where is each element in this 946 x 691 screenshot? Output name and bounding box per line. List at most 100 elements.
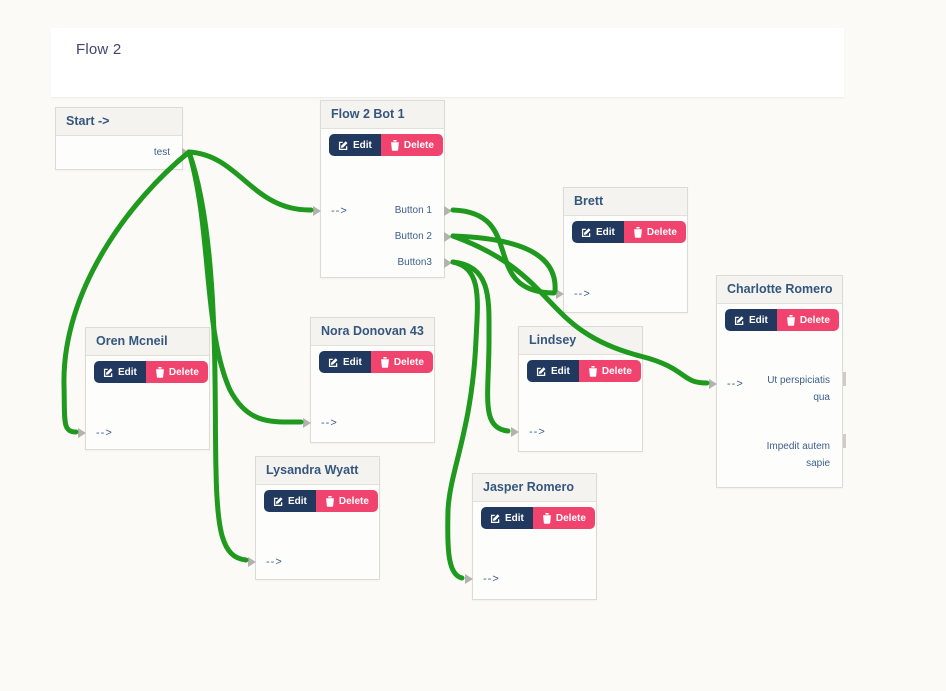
output-port-icon[interactable] — [444, 258, 452, 268]
delete-button-label: Delete — [393, 356, 424, 368]
edit-button[interactable]: Edit — [481, 507, 533, 529]
node-brett[interactable]: Brett Edit Delete --> — [556, 187, 688, 313]
node-jasper-title: Jasper Romero — [473, 474, 596, 502]
delete-button-label: Delete — [555, 512, 586, 524]
node-flow2bot1-title: Flow 2 Bot 1 — [321, 101, 444, 129]
input-label: --> — [96, 427, 113, 439]
input-port-icon[interactable] — [248, 557, 256, 567]
node-lysandra-title: Lysandra Wyatt — [256, 457, 379, 485]
delete-button-label: Delete — [601, 365, 632, 377]
delete-button-label: Delete — [338, 495, 369, 507]
edit-pencil-icon — [581, 227, 591, 237]
node-lysandra[interactable]: Lysandra Wyatt Edit Delete --> — [248, 456, 380, 580]
delete-button[interactable]: Delete — [145, 361, 208, 383]
output-label-button3: Button3 — [397, 257, 432, 268]
edge-button2-to-brett[interactable] — [450, 233, 558, 294]
node-charlotte[interactable]: Charlotte Romero Edit Delete --> Ut pers… — [709, 275, 846, 488]
node-start-title: Start -> — [56, 108, 182, 136]
trash-icon — [380, 356, 389, 368]
flow-title-bar: Flow 2 — [51, 28, 844, 98]
node-nora-title: Nora Donovan 43 — [311, 318, 434, 346]
edit-pencil-icon — [328, 357, 338, 367]
input-port-icon[interactable] — [556, 289, 564, 299]
node-brett-title: Brett — [564, 188, 687, 216]
edit-button[interactable]: Edit — [264, 490, 316, 512]
edit-pencil-icon — [734, 315, 744, 325]
edge-start-test-to-lysandra[interactable] — [186, 149, 249, 563]
trash-icon — [588, 365, 597, 377]
input-label: --> — [574, 288, 591, 300]
delete-button[interactable]: Delete — [370, 351, 433, 373]
delete-button[interactable]: Delete — [315, 490, 378, 512]
edit-button[interactable]: Edit — [527, 360, 579, 382]
edge-start-test-to-flow2bot1[interactable] — [186, 149, 314, 213]
edit-button[interactable]: Edit — [725, 309, 777, 331]
delete-button[interactable]: Delete — [623, 221, 686, 243]
trash-icon — [633, 226, 642, 238]
node-start[interactable]: Start -> test — [55, 107, 190, 170]
edit-button-label: Edit — [118, 366, 137, 378]
node-oren[interactable]: Oren Mcneil Edit Delete --> — [78, 327, 210, 450]
edge-button3-to-jasper[interactable] — [445, 259, 480, 581]
node-charlotte-title: Charlotte Romero — [717, 276, 842, 304]
input-label: --> — [331, 205, 348, 217]
input-label: --> — [266, 556, 283, 568]
input-port-icon[interactable] — [303, 418, 311, 428]
input-port-icon[interactable] — [709, 379, 717, 389]
edit-button-label: Edit — [749, 314, 768, 326]
edit-button-label: Edit — [505, 512, 524, 524]
output-port-icon[interactable] — [843, 434, 846, 448]
edge-button3-to-lindsey[interactable] — [450, 259, 511, 434]
edit-pencil-icon — [490, 513, 500, 523]
edit-button[interactable]: Edit — [319, 351, 371, 373]
input-label: --> — [321, 417, 338, 429]
input-label: --> — [483, 573, 500, 585]
input-port-icon[interactable] — [313, 206, 321, 216]
delete-button[interactable]: Delete — [380, 134, 443, 156]
trash-icon — [542, 512, 551, 524]
delete-button-label: Delete — [646, 226, 677, 238]
node-nora[interactable]: Nora Donovan 43 Edit Delete --> — [303, 317, 435, 443]
input-port-icon[interactable] — [511, 427, 519, 437]
edit-button[interactable]: Edit — [329, 134, 381, 156]
edit-pencil-icon — [338, 140, 348, 150]
edge-button2-to-charlotte[interactable] — [450, 233, 710, 386]
output-port-icon[interactable] — [444, 206, 452, 216]
output-label-test: test — [153, 147, 170, 158]
edge-start-test-to-oren[interactable] — [61, 149, 192, 435]
edit-button-label: Edit — [551, 365, 570, 377]
output-label-impedit-autem: Impedit autem sapie — [766, 441, 830, 469]
trash-icon — [786, 314, 795, 326]
input-port-icon[interactable] — [465, 574, 473, 584]
delete-button-label: Delete — [403, 139, 434, 151]
delete-button-label: Delete — [799, 314, 830, 326]
edit-button[interactable]: Edit — [94, 361, 146, 383]
output-port-icon[interactable] — [843, 372, 846, 386]
output-label-button1: Button 1 — [394, 205, 432, 216]
flow-title: Flow 2 — [76, 41, 122, 58]
node-jasper[interactable]: Jasper Romero Edit Delete --> — [465, 473, 597, 600]
edit-button-label: Edit — [288, 495, 307, 507]
delete-button[interactable]: Delete — [532, 507, 595, 529]
delete-button[interactable]: Delete — [776, 309, 839, 331]
edit-pencil-icon — [103, 367, 113, 377]
node-flow2bot1[interactable]: Flow 2 Bot 1 Edit Delete --> Button 1 Bu… — [313, 100, 452, 278]
edge-button1-to-brett[interactable] — [450, 207, 557, 296]
input-port-icon[interactable] — [78, 428, 86, 438]
trash-icon — [325, 495, 334, 507]
edit-button-label: Edit — [353, 139, 372, 151]
edit-button-label: Edit — [343, 356, 362, 368]
edit-button[interactable]: Edit — [572, 221, 624, 243]
node-oren-title: Oren Mcneil — [86, 328, 209, 356]
input-label: --> — [727, 378, 744, 390]
delete-button[interactable]: Delete — [578, 360, 641, 382]
edit-pencil-icon — [273, 496, 283, 506]
output-port-icon[interactable] — [444, 232, 452, 242]
delete-button-label: Delete — [168, 366, 199, 378]
edit-pencil-icon — [536, 366, 546, 376]
node-lindsey[interactable]: Lindsey Edit Delete --> — [511, 326, 643, 452]
input-label: --> — [529, 426, 546, 438]
output-label-button2: Button 2 — [394, 231, 432, 242]
